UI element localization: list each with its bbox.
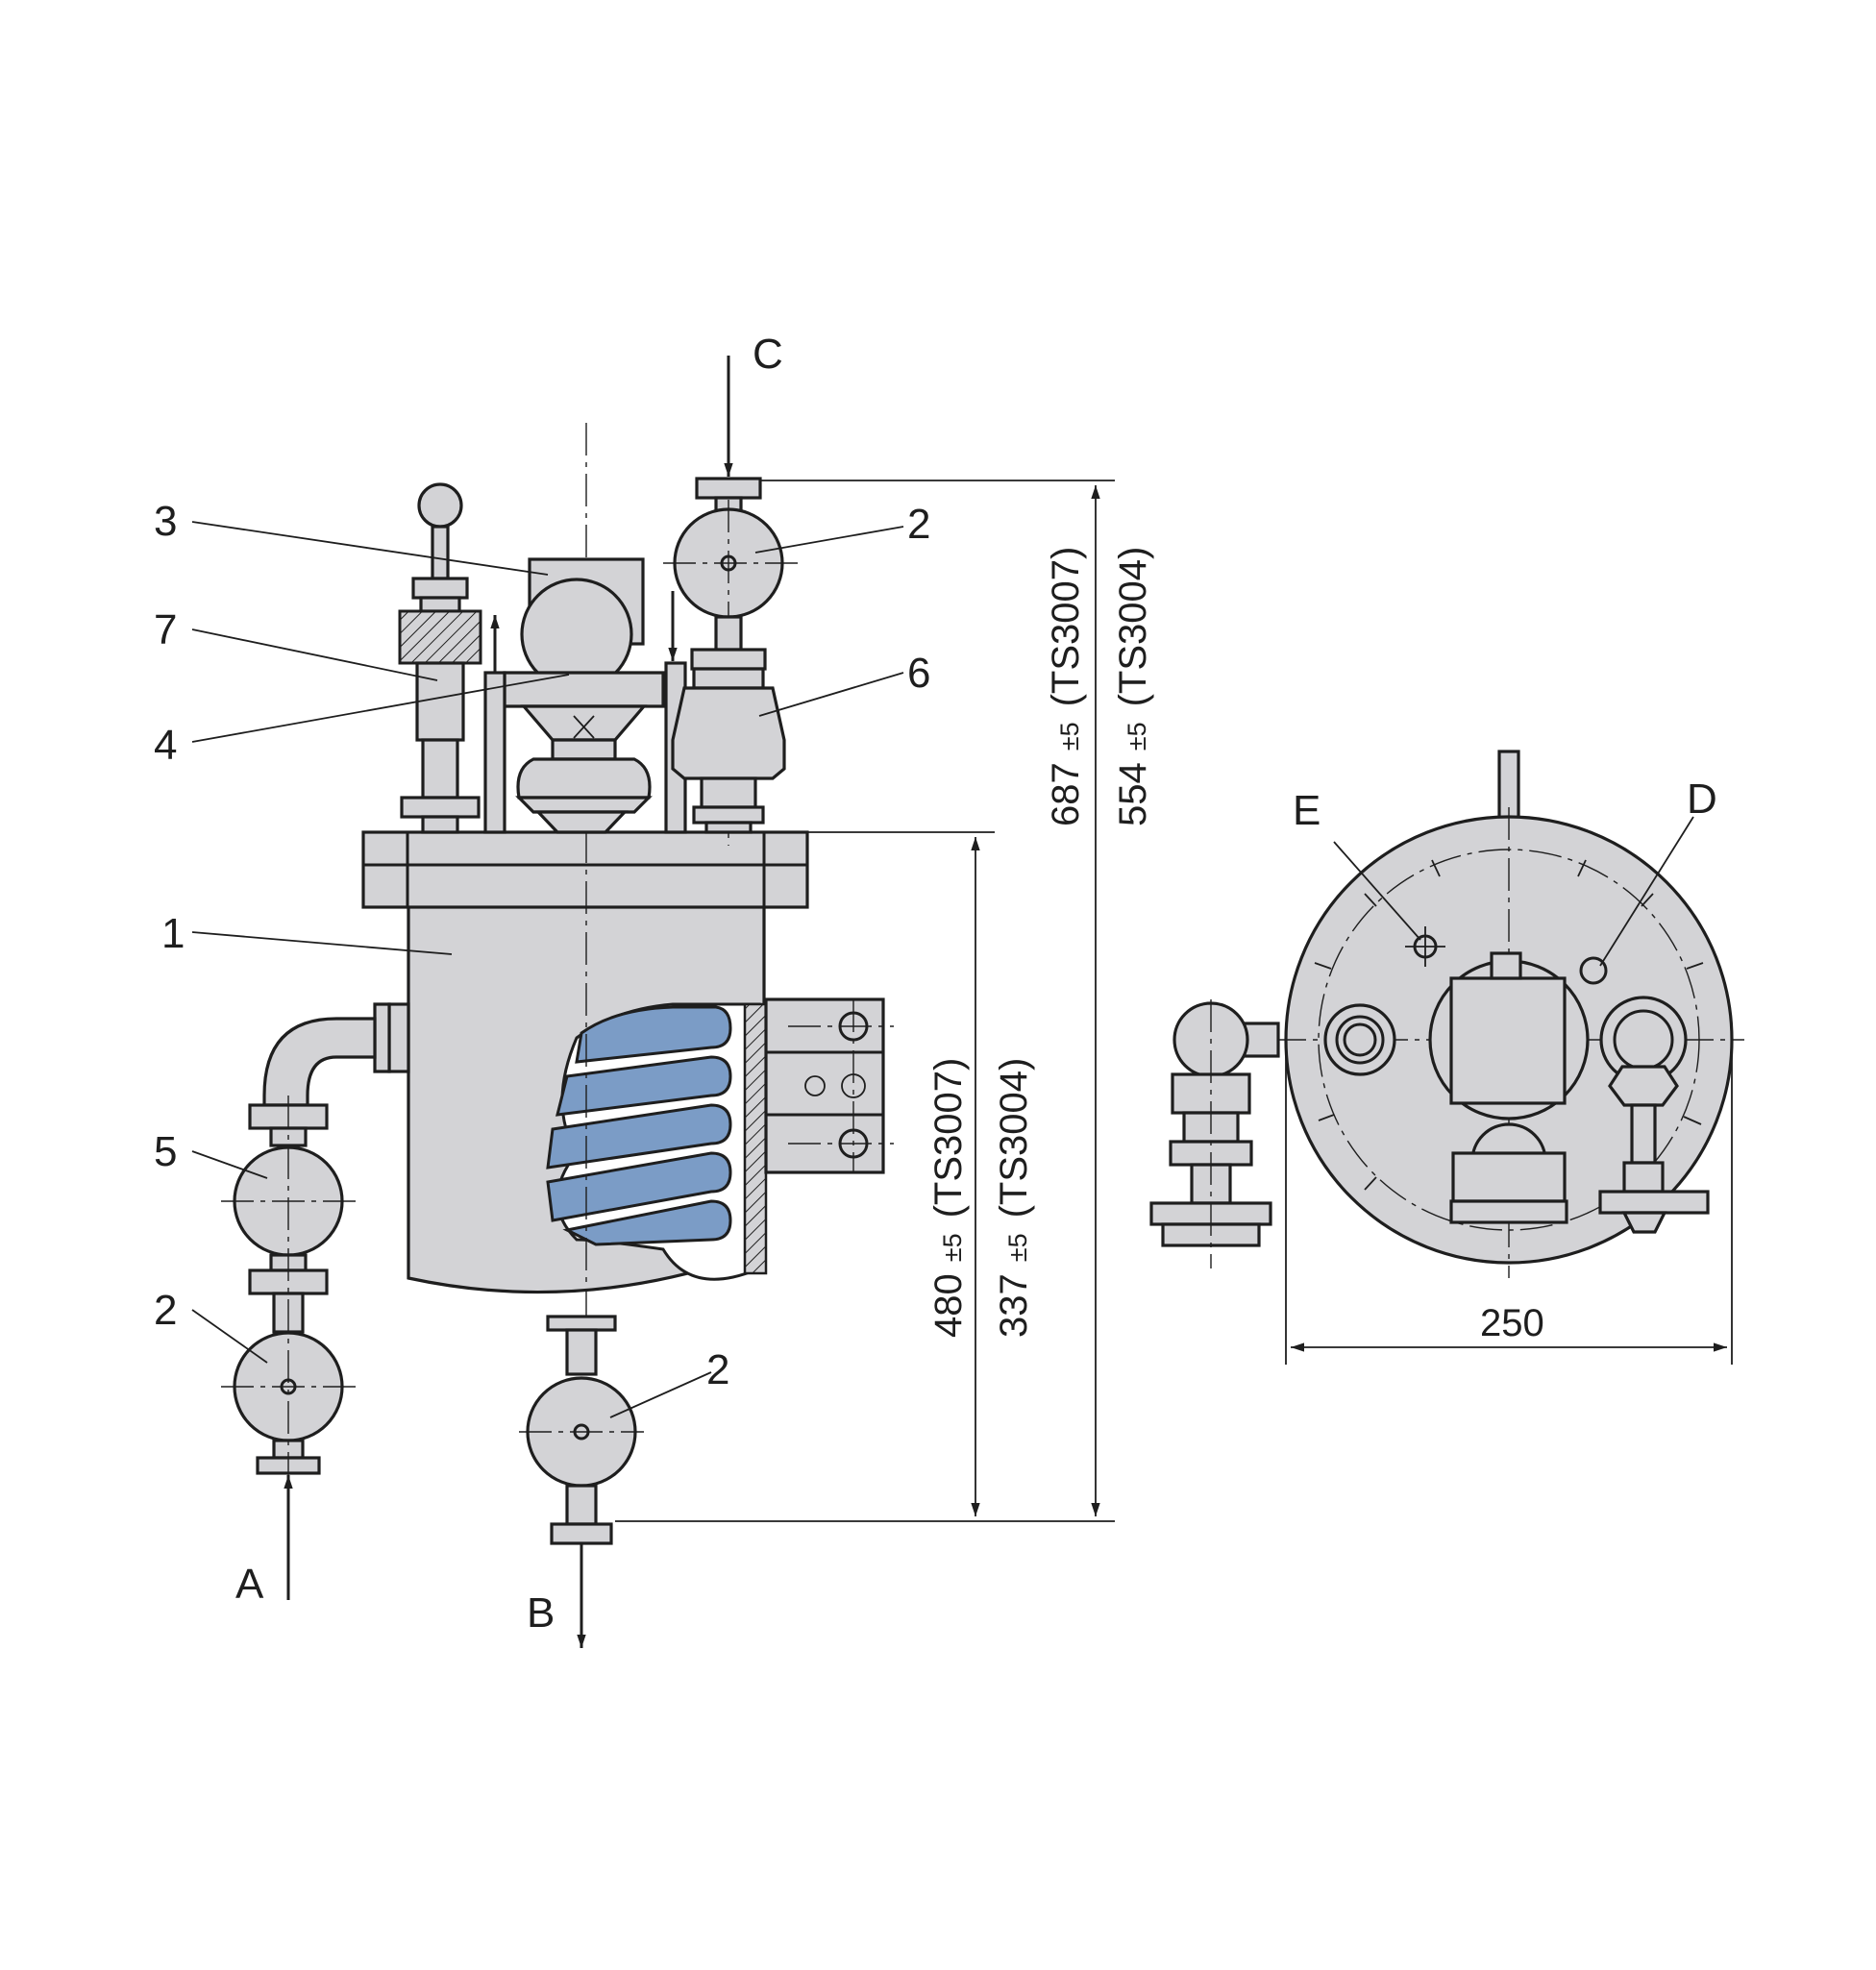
safety-valve: [398, 482, 482, 834]
label-part-4: 4: [154, 722, 177, 769]
inlet-valve-top: [663, 477, 798, 846]
dim-687: 687±5(TS3007): [1045, 547, 1087, 826]
label-port-e: E: [1293, 787, 1321, 834]
inlet-side-line: [221, 1002, 410, 1480]
label-part-2-bottom: 2: [706, 1346, 729, 1393]
wall-section: [743, 1002, 768, 1275]
svg-text:480±5(TS3007): 480±5(TS3007): [927, 1058, 970, 1338]
svg-text:687±5(TS3007): 687±5(TS3007): [1045, 547, 1087, 826]
top-flange: [361, 830, 809, 909]
label-part-6: 6: [907, 650, 930, 697]
top-view: [1149, 750, 1744, 1365]
label-part-5: 5: [154, 1128, 177, 1175]
leader-lines: [191, 521, 904, 1418]
cooling-coil: [546, 1005, 732, 1246]
dim-554: 554±5(TS3004): [1112, 547, 1154, 826]
label-port-d: D: [1687, 776, 1717, 823]
dim-337: 337±5(TS3004): [993, 1058, 1035, 1338]
svg-text:337±5(TS3004): 337±5(TS3004): [993, 1058, 1035, 1338]
label-part-2-top: 2: [907, 501, 930, 548]
svg-text:554±5(TS3004): 554±5(TS3004): [1112, 547, 1154, 826]
label-flow-a: A: [235, 1561, 264, 1608]
dim-480: 480±5(TS3007): [927, 1058, 970, 1338]
filter-housing: [671, 686, 786, 780]
label-part-3: 3: [154, 498, 177, 545]
label-part-2-left: 2: [154, 1287, 177, 1334]
label-part-7: 7: [154, 606, 177, 653]
dimension-lines: [615, 480, 1115, 1522]
label-flow-c: C: [753, 331, 783, 378]
dim-250: 250: [1480, 1302, 1544, 1344]
label-part-1: 1: [161, 910, 185, 957]
elbow-pipe: [262, 1017, 377, 1107]
port-d: [1579, 956, 1608, 985]
front-view: [191, 356, 904, 1648]
label-flow-b: B: [527, 1589, 555, 1637]
outlet-valve-bottom: [519, 1315, 644, 1545]
